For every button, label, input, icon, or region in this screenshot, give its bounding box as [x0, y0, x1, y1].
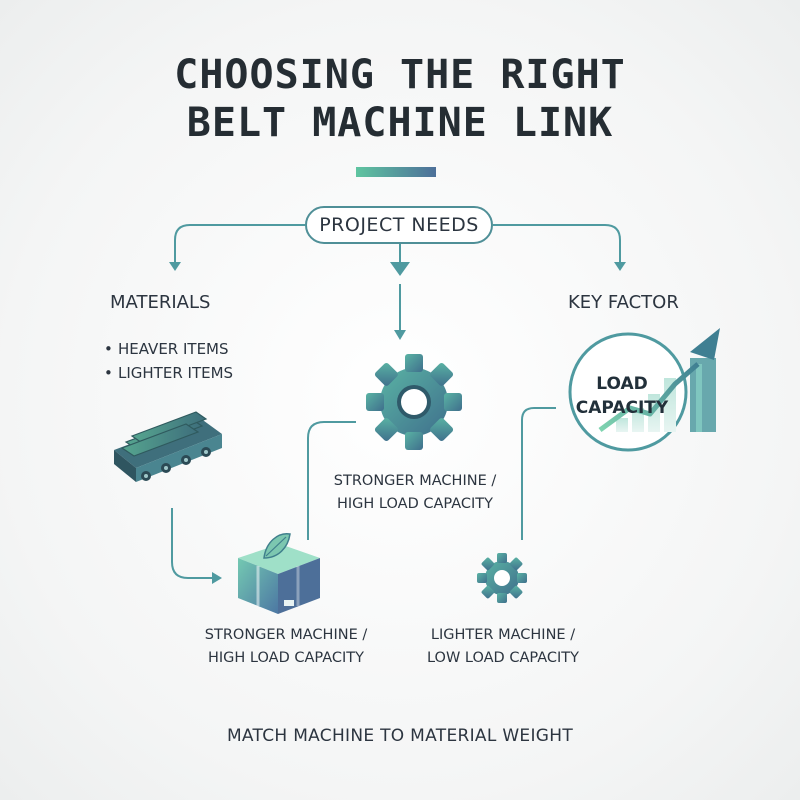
center-gear-caption-line-2: HIGH LOAD CAPACITY [337, 496, 493, 512]
page-title-line-2: BELT MACHINE LINK [186, 100, 614, 146]
center-gear-caption: STRONGER MACHINE / HIGH LOAD CAPACITY [330, 470, 500, 516]
load-capacity-line-2: CAPACITY [575, 398, 669, 418]
materials-list: HEAVER ITEMS LIGHTER ITEMS [104, 337, 233, 385]
gear-icon-small [477, 553, 527, 603]
box-with-leaf-icon [238, 533, 320, 614]
conveyor-belt-icon [114, 411, 222, 482]
key-factor-heading: KEY FACTOR [568, 292, 679, 313]
materials-item: HEAVER ITEMS [104, 337, 233, 361]
box-node-caption-line-2: HIGH LOAD CAPACITY [208, 650, 364, 666]
small-gear-caption: LIGHTER MACHINE / LOW LOAD CAPACITY [420, 624, 586, 670]
rising-chart-icon [568, 328, 720, 452]
center-gear-caption-line-1: STRONGER MACHINE / [333, 473, 497, 489]
small-gear-caption-line-2: LOW LOAD CAPACITY [427, 650, 579, 666]
project-needs-node: PROJECT NEEDS [305, 206, 493, 244]
branch-connectors [171, 224, 621, 579]
footer-text: MATCH MACHINE TO MATERIAL WEIGHT [226, 726, 574, 746]
arrowheads [169, 262, 626, 584]
page-title-line-1: CHOOSING THE RIGHT [174, 52, 626, 98]
materials-heading: MATERIALS [110, 292, 211, 313]
small-gear-caption-line-1: LIGHTER MACHINE / [430, 627, 576, 643]
materials-item: LIGHTER ITEMS [104, 361, 233, 385]
title-accent-bar [356, 167, 436, 177]
box-node-caption-line-1: STRONGER MACHINE / [204, 627, 368, 643]
box-node-caption: STRONGER MACHINE / HIGH LOAD CAPACITY [200, 624, 372, 670]
load-capacity-badge-text: LOAD CAPACITY [574, 372, 670, 420]
load-capacity-line-1: LOAD [596, 374, 648, 394]
gear-icon-large [366, 354, 462, 450]
